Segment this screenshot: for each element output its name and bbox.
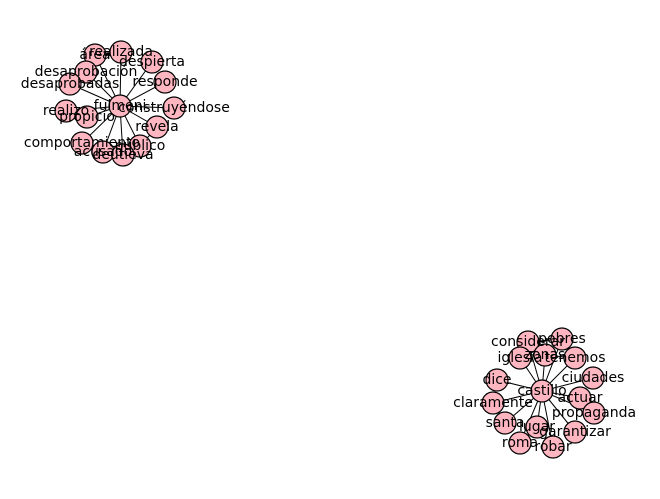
node-actuar xyxy=(568,386,592,410)
node-label-considerar: considerar xyxy=(491,334,565,350)
node-label-acusado: acusado xyxy=(74,144,132,160)
graph-nodes xyxy=(54,40,606,459)
node-realizo xyxy=(54,99,78,123)
node-responde xyxy=(153,70,177,94)
node-label-fulmeni: fulmeni xyxy=(94,98,147,114)
node-label-propicio: propicio xyxy=(59,109,115,125)
node-label-propaganda: propaganda xyxy=(552,405,636,421)
node-label-área: área xyxy=(79,47,110,63)
node-label-construyéndose: construyéndose xyxy=(118,100,230,116)
node-label-realizada: realizada xyxy=(89,44,153,60)
node-label-responde: responde xyxy=(132,74,197,90)
node-propaganda xyxy=(582,401,606,425)
node-label-deutieva: deutieva xyxy=(92,147,153,163)
node-deutieva xyxy=(111,143,135,167)
node-label-público: público xyxy=(115,138,166,154)
node-pobres xyxy=(550,327,574,351)
node-label-robar: robar xyxy=(534,439,571,455)
node-label-lugar: lugar xyxy=(519,419,555,435)
node-castillo xyxy=(530,379,554,403)
node-desaprobadas xyxy=(58,72,82,96)
node-despierta xyxy=(140,50,164,74)
node-santa xyxy=(493,411,517,435)
node-garantizar xyxy=(563,420,587,444)
node-fulmeni xyxy=(108,94,132,118)
node-label-iglesia: iglesia xyxy=(497,350,542,366)
node-revela xyxy=(145,115,169,139)
node-dice xyxy=(485,368,509,392)
node-roma xyxy=(508,431,532,455)
node-label-desaprobadas: desaprobadas xyxy=(21,76,120,92)
node-label-actuar: actuar xyxy=(558,390,603,406)
node-label-roma: roma xyxy=(502,435,538,451)
node-tenemos xyxy=(563,346,587,370)
node-label-despierta: despierta xyxy=(119,54,185,70)
node-label-comportamiento: comportamiento xyxy=(24,135,140,151)
node-lugar xyxy=(525,415,549,439)
node-claramente xyxy=(481,391,505,415)
node-label-revela: revela xyxy=(135,119,178,135)
node-comportamiento xyxy=(70,131,94,155)
node-label-realizo: realizo xyxy=(43,103,89,119)
node-label-claramente: claramente xyxy=(453,395,533,411)
node-realizada xyxy=(109,40,133,64)
node-label-dice: dice xyxy=(482,372,511,388)
node-label-pobres: pobres xyxy=(538,331,586,347)
node-label-tenemos: tenemos xyxy=(544,350,605,366)
node-label-castillo: castillo xyxy=(517,383,566,399)
node-robar xyxy=(541,435,565,459)
node-label-ciudades: ciudades xyxy=(562,370,625,386)
node-ciudades xyxy=(581,366,605,390)
node-label-garantizar: garantizar xyxy=(539,424,611,440)
node-label-zonas: zonas xyxy=(525,347,566,363)
node-label-santa: santa xyxy=(486,415,525,431)
node-label-desaprobación: desaprobación xyxy=(35,64,138,80)
node-propicio xyxy=(75,105,99,129)
node-zonas xyxy=(533,343,557,367)
node-construyéndose xyxy=(162,96,186,120)
node-iglesia xyxy=(508,346,532,370)
node-desaprobación xyxy=(74,60,98,84)
